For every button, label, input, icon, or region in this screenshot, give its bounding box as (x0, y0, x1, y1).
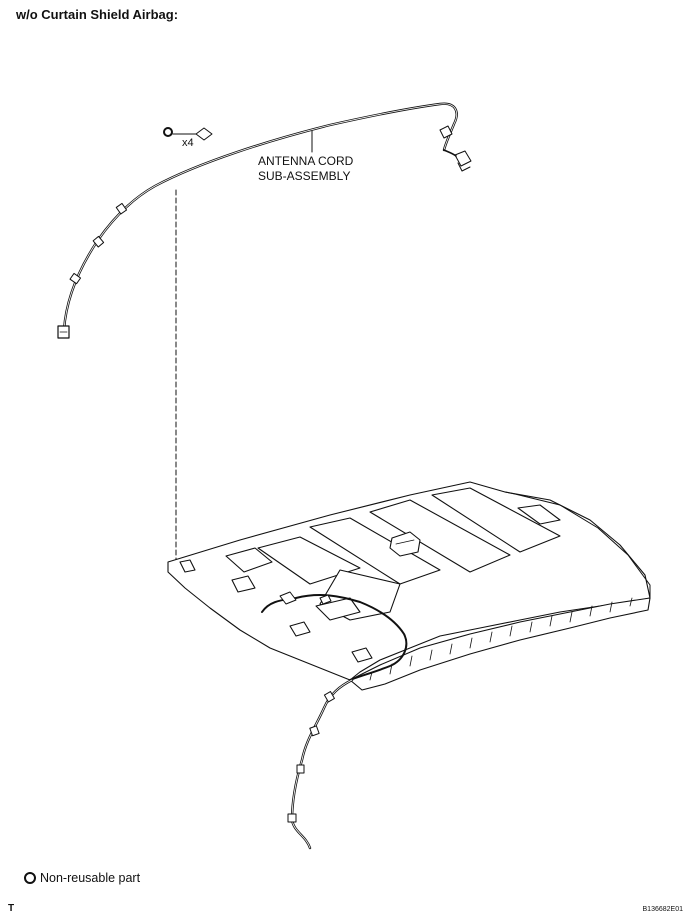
part-label-line1: ANTENNA CORD (258, 154, 354, 168)
quantity-label: x4 (182, 137, 194, 149)
part-label-line2: SUB-ASSEMBLY (258, 169, 351, 183)
antenna-cord-label: ANTENNA CORD SUB-ASSEMBLY (258, 154, 353, 184)
roof-headliner (167, 481, 651, 691)
section-letter: T (8, 903, 15, 914)
legend: Non-reusable part (24, 871, 140, 885)
figure-id: B136682E01 (642, 906, 683, 913)
legend-text: Non-reusable part (40, 871, 141, 885)
antenna-cord-lower (287, 678, 354, 850)
page-title: w/o Curtain Shield Airbag: (16, 7, 179, 22)
antenna-cord-upper (57, 102, 472, 339)
clip-icon (163, 127, 213, 141)
non-reusable-ring-icon (24, 872, 36, 884)
